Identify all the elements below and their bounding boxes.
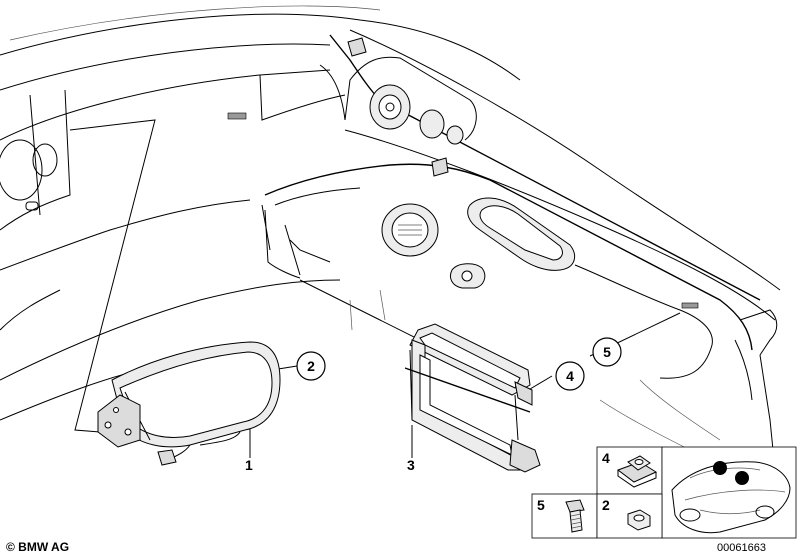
inset-bolt-box: 5: [531, 493, 598, 539]
svg-text:2: 2: [307, 358, 315, 374]
airbag-logo-mark-right: [681, 302, 699, 309]
inset-label-2: 2: [602, 497, 610, 513]
airbag-support-bracket[interactable]: [404, 323, 541, 473]
label-3: 3: [407, 457, 415, 473]
location-marker-1: [713, 461, 727, 475]
copyright-text: © BMW AG: [6, 540, 70, 554]
document-number: 00061663: [717, 542, 766, 554]
inset-hexnut-box: 2: [596, 493, 663, 539]
callout-2: 2: [296, 351, 326, 381]
clip-top: [347, 37, 367, 57]
inset-car-box: [661, 446, 797, 539]
label-1: 1: [245, 457, 253, 473]
airbag-logo-mark-left: [227, 112, 247, 120]
inset-nut-box: 4: [596, 446, 663, 495]
svg-text:5: 5: [603, 344, 611, 360]
clip-mid: [431, 157, 449, 177]
svg-text:4: 4: [566, 368, 574, 384]
callout-4: 4: [555, 361, 585, 391]
passenger-airbag-module[interactable]: [97, 341, 281, 466]
callout-5: 5: [592, 337, 622, 367]
inset-label-4: 4: [602, 450, 610, 466]
inset-label-5: 5: [537, 497, 545, 513]
dashboard-outline: [0, 5, 781, 471]
location-marker-2: [735, 471, 749, 485]
